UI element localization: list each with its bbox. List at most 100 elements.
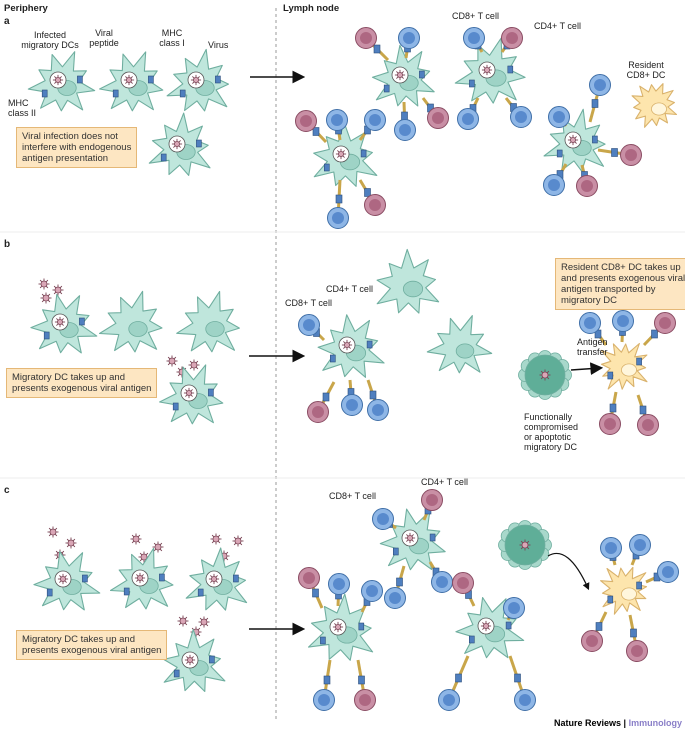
cd4-t-cell-label-a: CD4+ T cell xyxy=(534,21,581,31)
cd4-t-cell xyxy=(421,489,443,521)
dendritic-cell xyxy=(376,248,440,314)
virus-icon xyxy=(567,134,579,146)
dendritic-cell xyxy=(454,37,526,104)
mhc-class-ii-icon xyxy=(197,588,204,597)
dendritic-cell xyxy=(317,314,385,378)
cd8-t-cell-label-c: CD8+ T cell xyxy=(329,491,376,501)
mhc-class-i-icon xyxy=(148,75,154,84)
nucleus xyxy=(621,587,637,601)
virus-icon xyxy=(57,573,69,585)
virus-icon xyxy=(123,74,135,86)
virus-icon xyxy=(177,615,189,627)
cd8-t-cell xyxy=(341,379,363,416)
cd8-t-cell xyxy=(612,310,634,343)
mhc-class-ii-icon xyxy=(469,79,475,88)
cd8-t-cell xyxy=(394,101,416,141)
cd4-t-cell xyxy=(298,567,324,609)
virus-icon xyxy=(183,387,195,399)
cd4-t-cell xyxy=(354,659,376,711)
migratory-dc-exogenous xyxy=(159,364,224,425)
migratory-dc-exogenous xyxy=(30,293,98,354)
periphery-header: Periphery xyxy=(4,3,48,14)
mhc-class-ii-icon xyxy=(123,587,130,596)
cd4-t-cell xyxy=(295,110,328,144)
cd8-t-cell xyxy=(358,109,386,141)
virus-icon xyxy=(171,138,183,150)
infected-migratory-dc xyxy=(148,112,211,176)
cd8-t-cell xyxy=(504,97,532,128)
mhc-class-i-icon xyxy=(215,75,221,84)
cd4-t-cell xyxy=(599,391,621,435)
panel-a-label: a xyxy=(4,16,10,27)
virus-icon xyxy=(394,69,406,81)
virus-icon xyxy=(40,292,52,304)
mhc-class-i-icon xyxy=(196,139,202,148)
mhc-class-ii-icon xyxy=(179,89,186,98)
cd4-t-cell xyxy=(626,614,648,662)
virus-icon xyxy=(341,339,353,351)
dendritic-cell xyxy=(307,593,374,661)
journal-credit: Nature Reviews | Immunology xyxy=(554,718,683,728)
virus-icon xyxy=(332,621,344,633)
antigen-transfer-arrow-c xyxy=(547,552,590,591)
panel-b-label: b xyxy=(4,239,11,250)
cd8-t-cell xyxy=(508,655,536,711)
mhc-class-i-icon xyxy=(505,621,512,630)
cd8-t-cell xyxy=(328,573,350,607)
cd8-t-cell xyxy=(629,534,651,566)
cd8-t-cell-label-b: CD8+ T cell xyxy=(285,298,332,308)
virus-icon xyxy=(188,359,200,371)
virus-icon xyxy=(38,278,50,290)
mhc-class-i-icon xyxy=(77,75,83,84)
virus-icon xyxy=(190,74,202,86)
virus-icon xyxy=(335,148,347,160)
cells-layer xyxy=(27,27,679,711)
mhc-class-i-icon xyxy=(507,65,514,74)
resident-cd8-dc xyxy=(631,83,678,128)
cd4-t-cell xyxy=(581,611,608,652)
nucleus xyxy=(651,102,667,116)
cd4-t-cell xyxy=(421,97,449,129)
cd4-t-cell xyxy=(576,164,598,197)
infected-migratory-dc xyxy=(99,51,164,112)
mhc-class-i-icon xyxy=(636,357,642,366)
cd8-t-cell xyxy=(428,561,453,593)
migratory-dc-exogenous xyxy=(163,629,226,693)
mhc-class-i-icon xyxy=(419,70,425,79)
dendritic-cell xyxy=(98,290,163,353)
cd8-t-cell xyxy=(366,379,389,421)
virus-icon xyxy=(198,616,210,628)
virus-icon xyxy=(130,533,142,545)
virus-icon xyxy=(210,533,222,545)
nucleus xyxy=(205,321,225,337)
virus-label: Virus xyxy=(208,40,229,50)
mhc-class-i-icon xyxy=(159,573,165,582)
virus-icon xyxy=(481,64,493,76)
mhc-class-ii-icon xyxy=(468,635,475,644)
cd4-t-cell xyxy=(307,381,336,423)
cd4-t-cell xyxy=(355,27,390,62)
mhc-class-i-icon xyxy=(366,340,373,349)
mhc-class-i-icon xyxy=(233,574,239,583)
virus-icon xyxy=(232,535,244,547)
cd8-t-cell xyxy=(438,655,470,711)
virus-icon xyxy=(519,539,531,551)
dendritic-cell xyxy=(543,108,606,172)
mhc-class-ii-icon xyxy=(607,595,614,604)
virus-icon xyxy=(404,532,416,544)
nucleus xyxy=(402,280,424,298)
migratory-dc-exogenous xyxy=(109,547,174,610)
cd8-t-cell xyxy=(548,106,570,128)
nucleus xyxy=(128,321,148,337)
mhc-class-ii-icon xyxy=(329,354,336,363)
cd4-t-cell-label-c: CD4+ T cell xyxy=(421,477,468,487)
virus-icon xyxy=(54,316,66,328)
mhc-class-ii-icon xyxy=(320,636,326,645)
cd8-t-cell xyxy=(503,597,525,621)
